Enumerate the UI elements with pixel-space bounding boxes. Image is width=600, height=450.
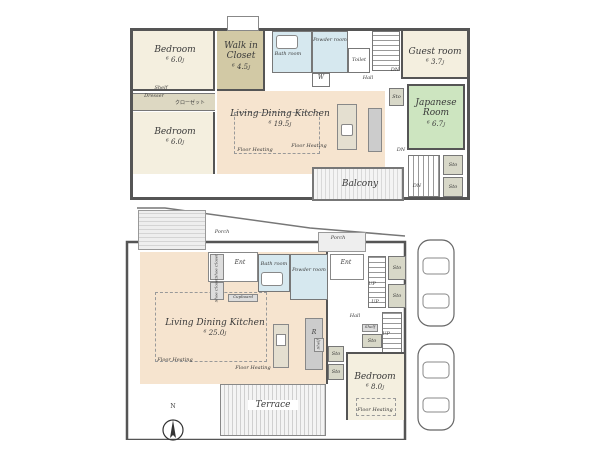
ent-right (330, 254, 364, 280)
upper-storage-b: Sto (443, 177, 463, 197)
lower-kitchen-counter (273, 324, 289, 368)
upper-bay-window (227, 16, 259, 31)
lower-powder-room (290, 254, 328, 300)
shoe-closet-1 (210, 254, 224, 280)
shelf-strip (133, 93, 215, 111)
shelf-label: Shelf (154, 85, 168, 91)
upper-powder-label: Powder room (313, 37, 347, 43)
porch-right (318, 232, 366, 252)
walk-in-closet (217, 31, 265, 91)
upper-toilet (348, 48, 370, 73)
japanese-room (407, 84, 465, 150)
porch-right-label: Porch (330, 235, 346, 241)
upper-toilet-label: Toilet (351, 57, 367, 63)
lower-bedroom-heating-zone (356, 398, 396, 416)
upper-ldk (217, 91, 385, 174)
shoe-closet-2-label: Shoe Closet (213, 278, 219, 303)
lower-kitchen-sink (276, 334, 286, 346)
lower-bedroom-label: Bedroom ⁶ 8.0J (354, 372, 396, 392)
upper-hall-label: Hall (362, 75, 374, 81)
guest-room-label: Guest room ⁶ 3.7J (408, 47, 462, 67)
north-label: N (170, 403, 176, 410)
upper-bedroom-1-label: Bedroom ⁶ 6.0J (154, 45, 196, 65)
lower-shelf-1-label: Shelf (364, 324, 376, 329)
upper-dn-2: DN (396, 147, 406, 153)
upper-ldk-label: Living Dining Kitchen ⁶ 19.5J (230, 109, 330, 129)
lower-floor-heating-2: Floor Heating (235, 365, 271, 371)
lower-storage-1: Sto (388, 256, 406, 280)
upper-bedroom-2 (133, 112, 215, 174)
lower-shelf-2-label: Shelf (315, 339, 321, 350)
lower-r-label: R (311, 329, 317, 336)
lower-powder-label: Powder room (292, 267, 326, 273)
washer-label: W (317, 74, 325, 81)
shoe-closet-2 (210, 282, 224, 300)
upper-kitchen-counter (368, 108, 382, 152)
upper-stairs (372, 31, 400, 71)
lower-up-3: UP (382, 331, 390, 337)
lower-ldk-label: Living Dining Kitchen ⁶ 25.0J (165, 318, 265, 338)
upper-floor-heating-2: Floor Heating (291, 143, 327, 149)
north-compass-icon (162, 419, 184, 441)
lower-floor-heating-3: Floor Heating (357, 407, 393, 413)
porch-left (138, 210, 206, 250)
ent-left-label: Ent (234, 259, 246, 266)
closet-jp-label: クローゼット (174, 100, 205, 106)
porch-left-label: Porch (214, 229, 230, 235)
upper-bathtub (276, 35, 298, 49)
balcony-label: Balcony (341, 179, 379, 189)
cupboard-label: Cupboard (232, 294, 254, 299)
lower-storage-5: Sto (328, 364, 344, 380)
lower-stairs (368, 256, 386, 308)
upper-bedroom-2-label: Bedroom ⁶ 6.0J (154, 127, 196, 147)
washer-space (312, 73, 330, 87)
lower-storage-2: Sto (388, 284, 406, 308)
upper-powder-room (312, 31, 348, 73)
upper-stairs-2 (408, 155, 440, 197)
upper-floor-heating-1: Floor Heating (237, 147, 273, 153)
lower-up-1: UP (368, 281, 376, 287)
ent-right-label: Ent (340, 259, 352, 266)
lower-shelf-2 (314, 338, 324, 352)
lower-bath-label: Bath room (260, 261, 288, 267)
dresser-label: Dresser (144, 93, 164, 99)
walk-in-closet-label: Walk in Closet ⁶ 4.5J (224, 41, 258, 71)
lower-floor-heating-1: Floor Heating (157, 357, 193, 363)
upper-storage-a: Sto (443, 155, 463, 175)
guest-room (401, 31, 467, 79)
lower-storage-3: Sto (362, 334, 382, 348)
japanese-room-label: Japanese Room ⁶ 6.7J (415, 98, 457, 128)
cupboard (228, 294, 258, 302)
lower-storage-4: Sto (328, 346, 344, 362)
balcony (312, 167, 404, 201)
upper-kitchen-sink (341, 124, 353, 136)
upper-ldk-heating-zone (234, 112, 320, 154)
upper-dn-1: DN (390, 67, 400, 73)
upper-bedroom-1 (133, 31, 215, 91)
lower-shelf-1 (362, 324, 378, 332)
lower-up-2: UP (371, 299, 379, 305)
parking-car-2 (417, 343, 455, 431)
lower-bathtub (261, 272, 283, 286)
parking-car-1 (417, 239, 455, 327)
terrace-label: Terrace (248, 400, 298, 411)
lower-bedroom (346, 352, 404, 420)
lower-hall-label: Hall (349, 313, 361, 319)
upper-bath-label: Bath room (274, 51, 302, 57)
upper-storage-hall: Sto (389, 88, 404, 106)
upper-dn-3: DN (412, 183, 422, 189)
